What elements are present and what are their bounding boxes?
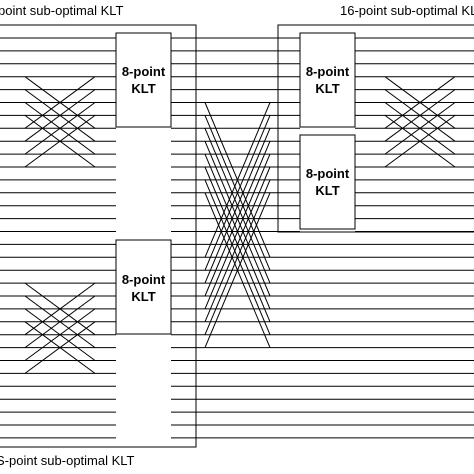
signal-wire (204, 102, 271, 258)
klt-block-label-line1: 8-point (306, 64, 350, 79)
signal-wire (24, 321, 96, 374)
left-16pt-klt-label: point sub-optimal KLT (0, 3, 124, 18)
signal-wire (204, 192, 271, 348)
klt-block-label-line2: KLT (315, 183, 339, 198)
klt-block-left-lower: 8-point KLT (115, 239, 172, 335)
signal-wire (24, 102, 96, 155)
signal-wire (384, 102, 456, 155)
klt-block-label-line1: 8-point (122, 272, 166, 287)
klt-block-label-line1: 8-point (122, 64, 166, 79)
signal-wire (204, 128, 271, 284)
signal-wire (204, 115, 271, 271)
left-16pt-frame (0, 24, 197, 448)
signal-wire (24, 76, 96, 129)
klt-block-label-line2: KLT (131, 81, 155, 96)
klt-block-right-lower: 8-point KLT (299, 134, 356, 230)
signal-wire (24, 89, 96, 142)
signal-wire (204, 153, 271, 310)
signal-wire (204, 179, 271, 335)
signal-wire (24, 114, 96, 168)
klt-block-left-upper: 8-point KLT (115, 32, 172, 128)
bottom-16pt-klt-label: S-point sub-optimal KLT (0, 453, 135, 468)
signal-wire (384, 114, 456, 168)
right-16pt-klt-label: 16-point sub-optimal KLT (340, 3, 474, 18)
klt-block-label-line1: 8-point (306, 166, 350, 181)
klt-block-label-line2: KLT (315, 81, 339, 96)
signal-wire (204, 166, 271, 322)
signal-wire (204, 141, 271, 297)
klt-block-label-line2: KLT (131, 289, 155, 304)
signal-wire (24, 282, 96, 336)
wire-layer (0, 37, 474, 439)
signal-wire (24, 308, 96, 361)
signal-wire (384, 89, 456, 142)
signal-wire (24, 295, 96, 349)
klt-block-right-upper: 8-point KLT (299, 32, 356, 128)
signal-wire (384, 76, 456, 129)
